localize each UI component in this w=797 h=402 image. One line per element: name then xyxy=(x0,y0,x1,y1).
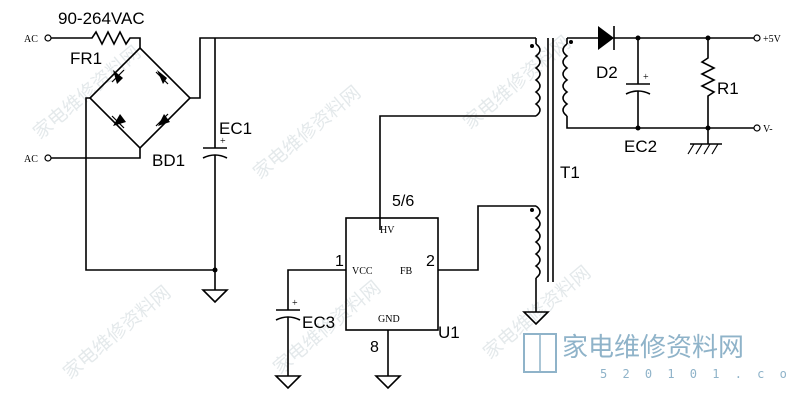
ground-symbol-ec3 xyxy=(274,375,302,390)
ic-pin-hv-name: HV xyxy=(380,225,395,236)
watermark-logo-url: 5 2 0 1 0 1 . c o m xyxy=(600,367,797,381)
book-icon xyxy=(523,333,557,373)
transformer-t1-secondary xyxy=(562,38,708,129)
ec3-label: EC3 xyxy=(302,313,335,332)
vcc-capacitor-ec3 xyxy=(275,269,346,376)
diode-d2 xyxy=(567,26,754,50)
ac-top-label: AC xyxy=(24,34,38,45)
t1-label: T1 xyxy=(560,163,580,182)
watermark-logo-text: 家电维修资料网 xyxy=(562,333,744,363)
fr1-label: FR1 xyxy=(70,49,102,68)
ec2-polarity: + xyxy=(643,72,649,83)
load-resistor-r1 xyxy=(700,35,716,131)
positive-output-terminal xyxy=(753,34,761,42)
ground-symbol-aux xyxy=(522,311,550,326)
r1-label: R1 xyxy=(717,79,739,98)
input-voltage-label: 90-264VAC xyxy=(58,9,145,28)
ic-pin-gnd-name: GND xyxy=(378,314,400,325)
ic-u1 xyxy=(345,217,439,331)
bulk-capacitor-ec1 xyxy=(202,38,228,273)
transformer-core xyxy=(547,38,554,282)
transformer-auxiliary-winding xyxy=(438,205,541,312)
ic-pin-fb-name: FB xyxy=(400,266,413,277)
ec2-label: EC2 xyxy=(624,137,657,156)
positive-output-label: +5V xyxy=(763,34,782,45)
ac-bottom-label: AC xyxy=(24,154,38,165)
output-capacitor-ec2 xyxy=(625,35,651,131)
ic-pin-hv-number: 5/6 xyxy=(392,193,414,210)
chassis-ground-symbol xyxy=(687,128,722,155)
ic-pin-fb-number: 2 xyxy=(426,253,435,270)
d2-label: D2 xyxy=(596,63,618,82)
ec1-label: EC1 xyxy=(219,119,252,138)
ground-symbol-ec1 xyxy=(201,270,229,304)
u1-label: U1 xyxy=(438,323,460,342)
transformer-t1-primary xyxy=(379,38,541,230)
ac-top-terminal xyxy=(44,34,52,42)
watermark-logo: 家电维修资料网 5 2 0 1 0 1 . c o m xyxy=(523,333,797,381)
ic-pin-gnd-number: 8 xyxy=(370,339,379,356)
bd1-label: BD1 xyxy=(152,151,185,170)
ground-symbol-ic xyxy=(374,330,402,390)
ec3-polarity: + xyxy=(292,298,298,309)
watermark-text: 家电维修资料网 xyxy=(459,31,575,133)
ec1-polarity: + xyxy=(220,136,226,147)
watermark-text: 家电维修资料网 xyxy=(249,81,365,183)
negative-output-terminal xyxy=(753,124,761,132)
watermark-text: 家电维修资料网 xyxy=(59,281,175,383)
fuse-resistor-fr1 xyxy=(51,30,141,48)
ac-bottom-terminal xyxy=(44,154,52,162)
negative-output-label: V- xyxy=(763,124,773,135)
ic-pin-vcc-name: VCC xyxy=(352,266,373,277)
ic-pin-vcc-number: 1 xyxy=(335,253,344,270)
